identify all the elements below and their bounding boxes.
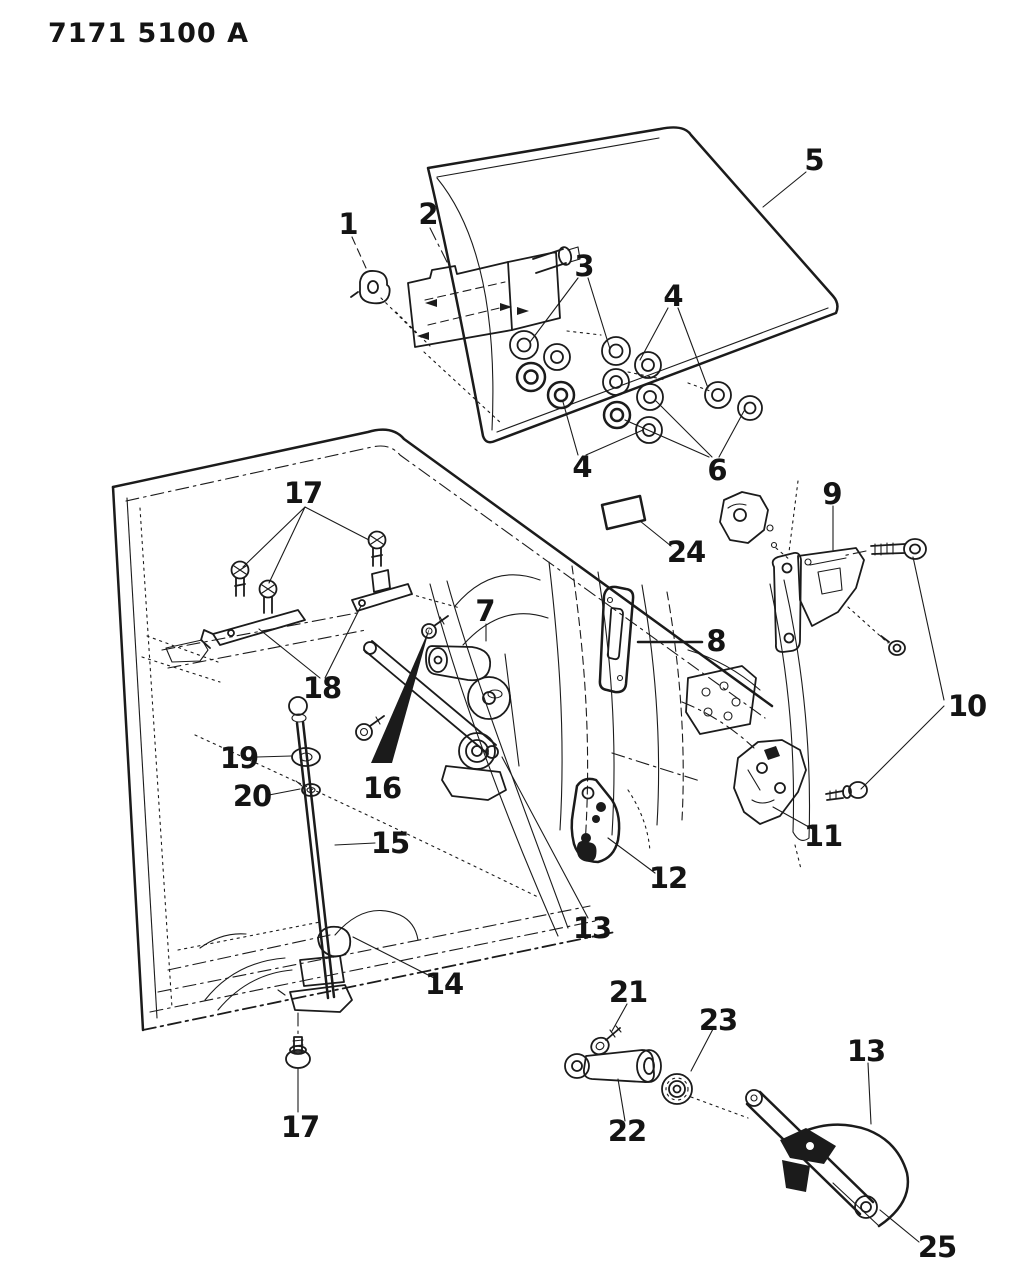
- handle-spacer-washer: [661, 1073, 693, 1105]
- callout-8: 8: [706, 624, 725, 658]
- lower-latch-assembly: [733, 739, 807, 825]
- callout-22: 22: [608, 1114, 646, 1148]
- window-regulator-assembly: [355, 615, 520, 801]
- callout-14: 14: [425, 967, 463, 1001]
- alignment-dotted-lines: [380, 297, 889, 1119]
- callout-19: 19: [220, 741, 258, 775]
- callout-21: 21: [609, 975, 647, 1009]
- callout-7: 7: [475, 594, 494, 628]
- callout-17-upper: 17: [284, 476, 322, 510]
- info-sticker: [600, 494, 647, 531]
- door-inner-panel-contours: [141, 561, 761, 1011]
- rod-clip: [301, 783, 321, 797]
- glass-guide-rails: [200, 569, 413, 649]
- crank-handle-group: [564, 1025, 693, 1105]
- callout-9: 9: [822, 477, 841, 511]
- callout-labels: 1 2 3 4 5 4 6 17 24 9 8 7 18 10 19 16 20…: [220, 143, 987, 1264]
- callout-17-lower: 17: [281, 1110, 319, 1144]
- callout-4-lower: 4: [572, 450, 591, 484]
- callout-4-upper: 4: [663, 279, 682, 313]
- leader-arrow-16: [371, 627, 430, 763]
- callout-13-lower: 13: [847, 1034, 885, 1068]
- callout-25: 25: [918, 1230, 956, 1264]
- callout-5: 5: [804, 143, 823, 177]
- rod-grommet: [291, 747, 321, 767]
- callout-20: 20: [233, 779, 271, 813]
- leader-lines: [242, 171, 945, 1243]
- quarter-glass-panel: [426, 126, 839, 444]
- callout-12: 12: [649, 861, 687, 895]
- callout-15: 15: [371, 826, 409, 860]
- callout-23: 23: [699, 1003, 737, 1037]
- adjuster-plate: [685, 665, 757, 735]
- glass-lift-bracket: [350, 246, 581, 348]
- callout-10: 10: [948, 689, 986, 723]
- callout-3: 3: [574, 249, 593, 283]
- latch-striker-bracket: [771, 547, 865, 653]
- callout-16: 16: [363, 771, 401, 805]
- callout-2: 2: [418, 197, 437, 231]
- drawing-code: 7171 5100 A: [48, 18, 249, 49]
- callout-6: 6: [707, 453, 726, 487]
- upper-lock-assembly: [719, 491, 778, 549]
- grommet-nut-cluster: [509, 330, 763, 444]
- callout-1: 1: [338, 207, 357, 241]
- regulator-arm-roller: [854, 1195, 878, 1219]
- callout-11: 11: [804, 819, 842, 853]
- lock-rod-assembly: [277, 696, 353, 1069]
- callout-18: 18: [303, 671, 341, 705]
- retainer-clip: [359, 270, 391, 305]
- callout-24: 24: [667, 535, 705, 569]
- manual-regulator-assembly: [745, 1089, 910, 1228]
- glass-run-channel: [598, 585, 635, 694]
- guide-plate: [570, 777, 621, 864]
- right-mounting-bolts: [825, 538, 927, 801]
- door-shell-outline: [111, 428, 811, 1032]
- callout-13-center: 13: [573, 911, 611, 945]
